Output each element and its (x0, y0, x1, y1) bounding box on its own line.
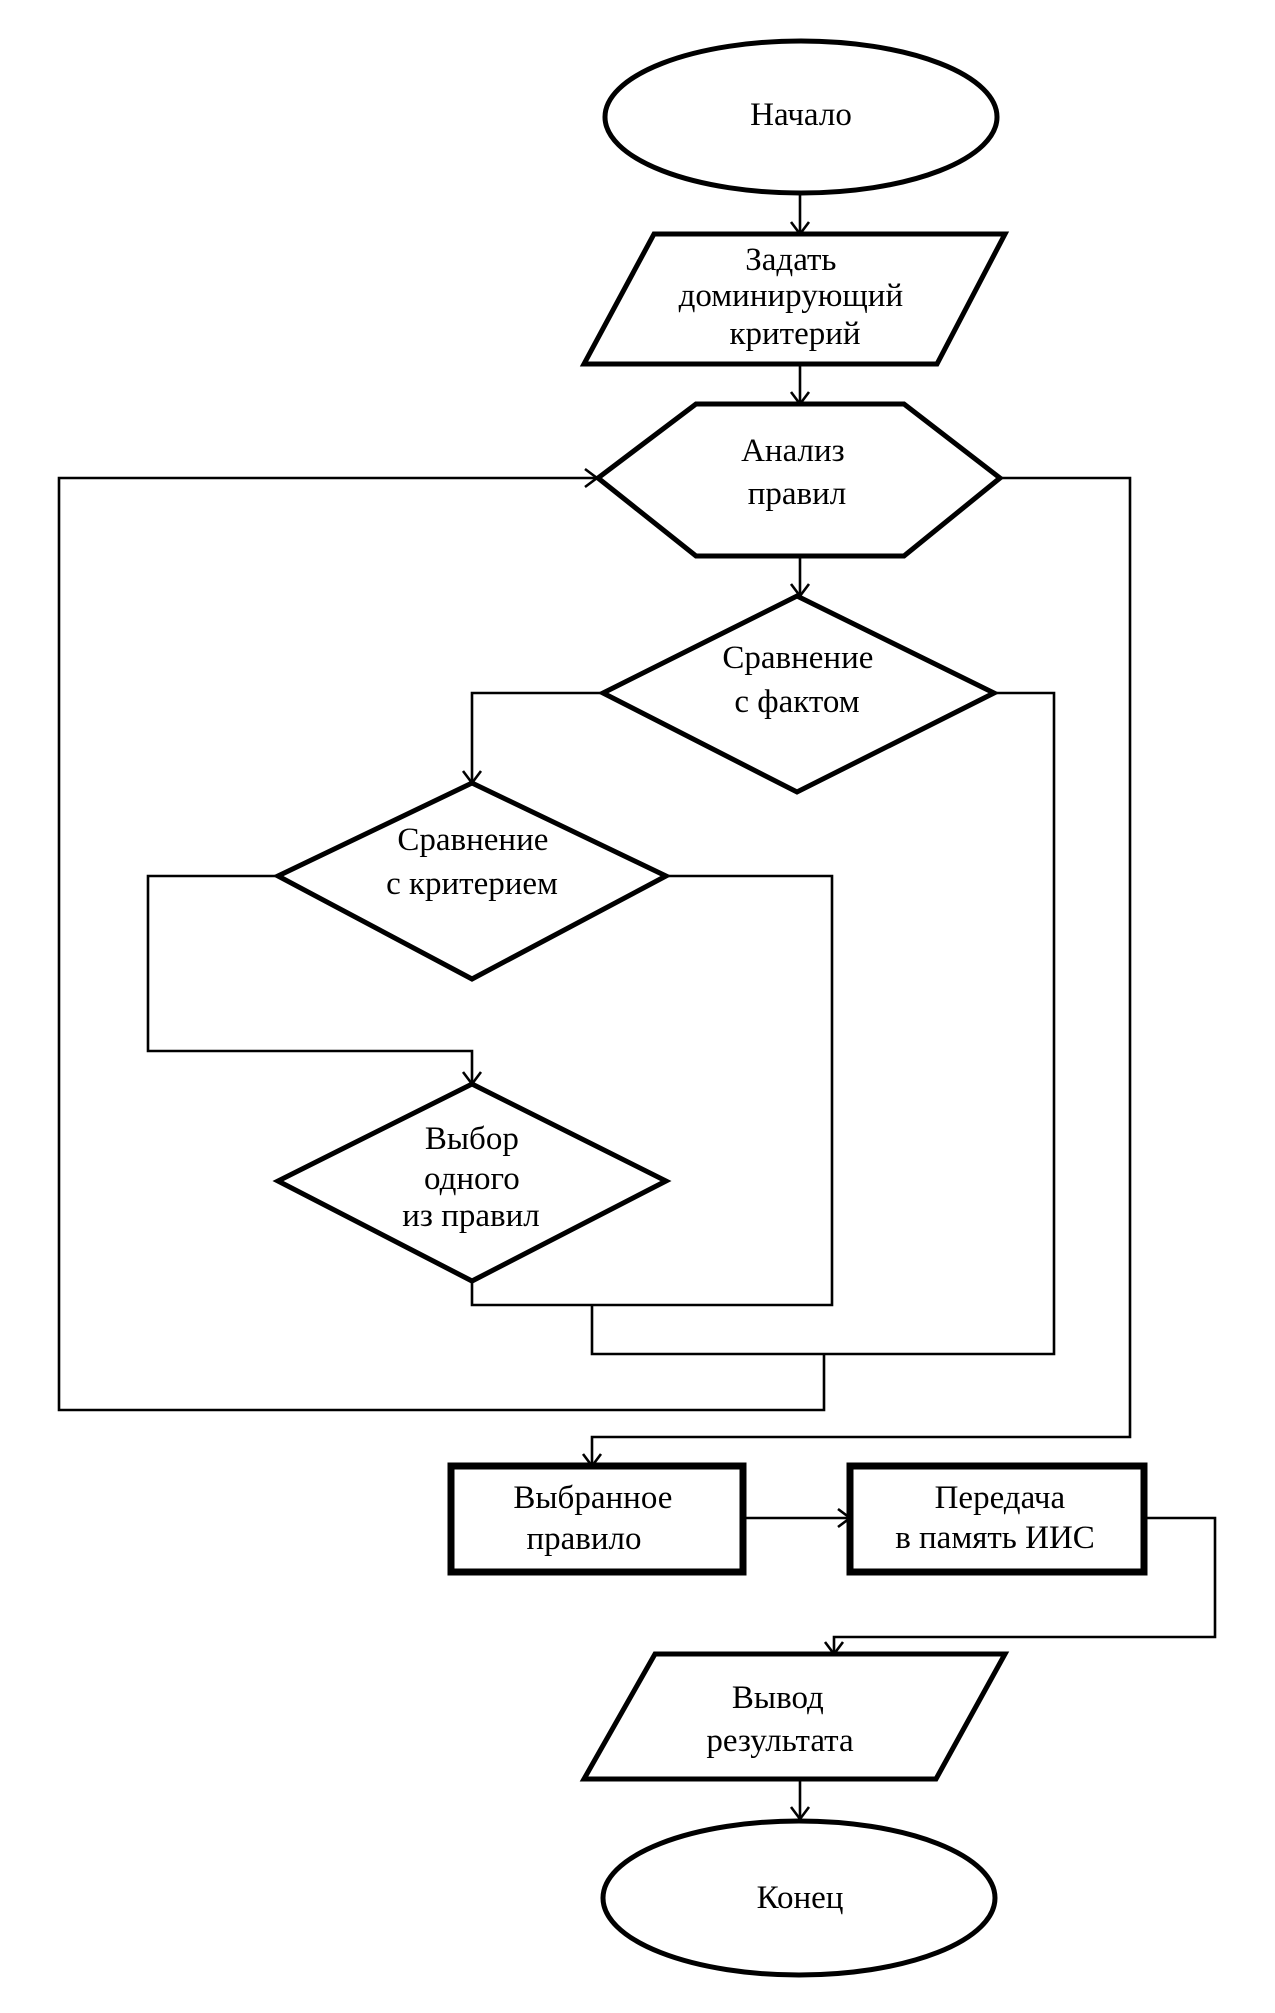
selected-rule-label: Выбранное правило (513, 1480, 680, 1557)
end-label: Конец (757, 1880, 844, 1916)
transfer-memory-label: Передача в память ИИС (895, 1480, 1095, 1556)
connector-analysis-to-selected (590, 476, 1132, 1465)
connector-criterion-right (470, 874, 834, 1307)
labels: Начало Задать доминирующий критерий Анал… (386, 97, 1095, 1916)
connector-criterion-to-choice (146, 874, 474, 1083)
connector-transfer-to-output (832, 1516, 1217, 1652)
output-result-label: Вывод результата (706, 1680, 854, 1759)
compare-criterion-decision (272, 780, 672, 982)
analyze-rules-preparation (593, 401, 1005, 559)
compare-fact-label: Сравнение с фактом (722, 640, 881, 720)
set-criterion-input (579, 231, 1010, 367)
choose-rule-decision (272, 1081, 672, 1284)
selected-rule-process (447, 1462, 747, 1576)
end-terminal (600, 1818, 998, 1978)
analyze-rules-label: Анализ правил (741, 433, 853, 512)
connector-loop-back (57, 476, 826, 1412)
compare-fact-decision (597, 593, 1000, 795)
output-result-io (579, 1651, 1010, 1782)
compare-criterion-label: Сравнение с критерием (386, 822, 558, 902)
shapes (272, 38, 1148, 1978)
start-label: Начало (750, 97, 852, 133)
choose-rule-label: Выбор одного из правил (402, 1121, 539, 1234)
connectors (57, 193, 1217, 1822)
set-criterion-label: Задать доминирующий критерий (679, 242, 912, 352)
start-terminal (602, 38, 1000, 196)
connector-fact-right (590, 691, 1056, 1356)
connector-fact-to-criterion (470, 691, 603, 782)
transfer-memory-process (846, 1462, 1148, 1576)
